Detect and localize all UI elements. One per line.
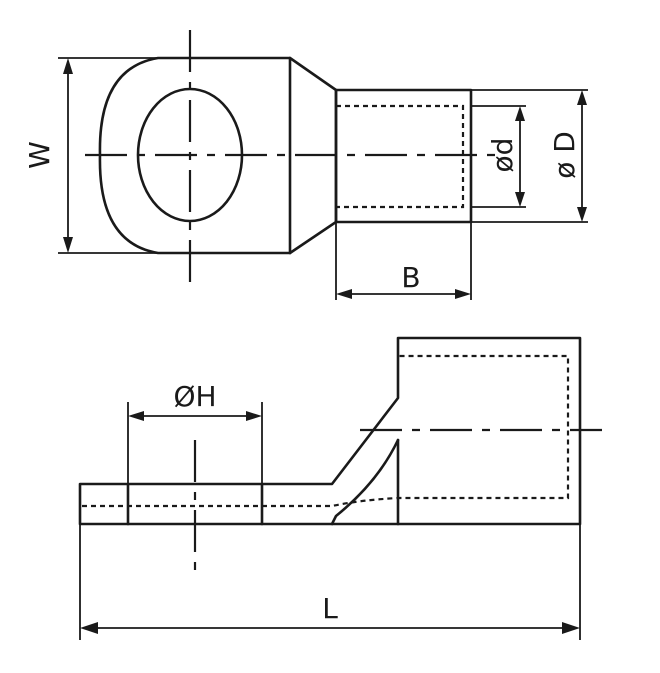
side-bore-dashed [82,354,570,508]
inner-diameter-label: ød [486,138,519,173]
barrel-transition-curve [330,438,400,526]
barrel-bore [336,104,465,209]
top-view: W ød ø D B [23,30,588,300]
barrel-length-label: B [401,261,420,294]
total-length-label: L [322,592,338,625]
side-view: ØH L [78,336,602,640]
outer-diameter-label: ø D [548,131,581,179]
side-profile-outline [78,336,582,526]
hole-diameter-label: ØH [173,380,216,413]
width-label: W [23,141,56,169]
